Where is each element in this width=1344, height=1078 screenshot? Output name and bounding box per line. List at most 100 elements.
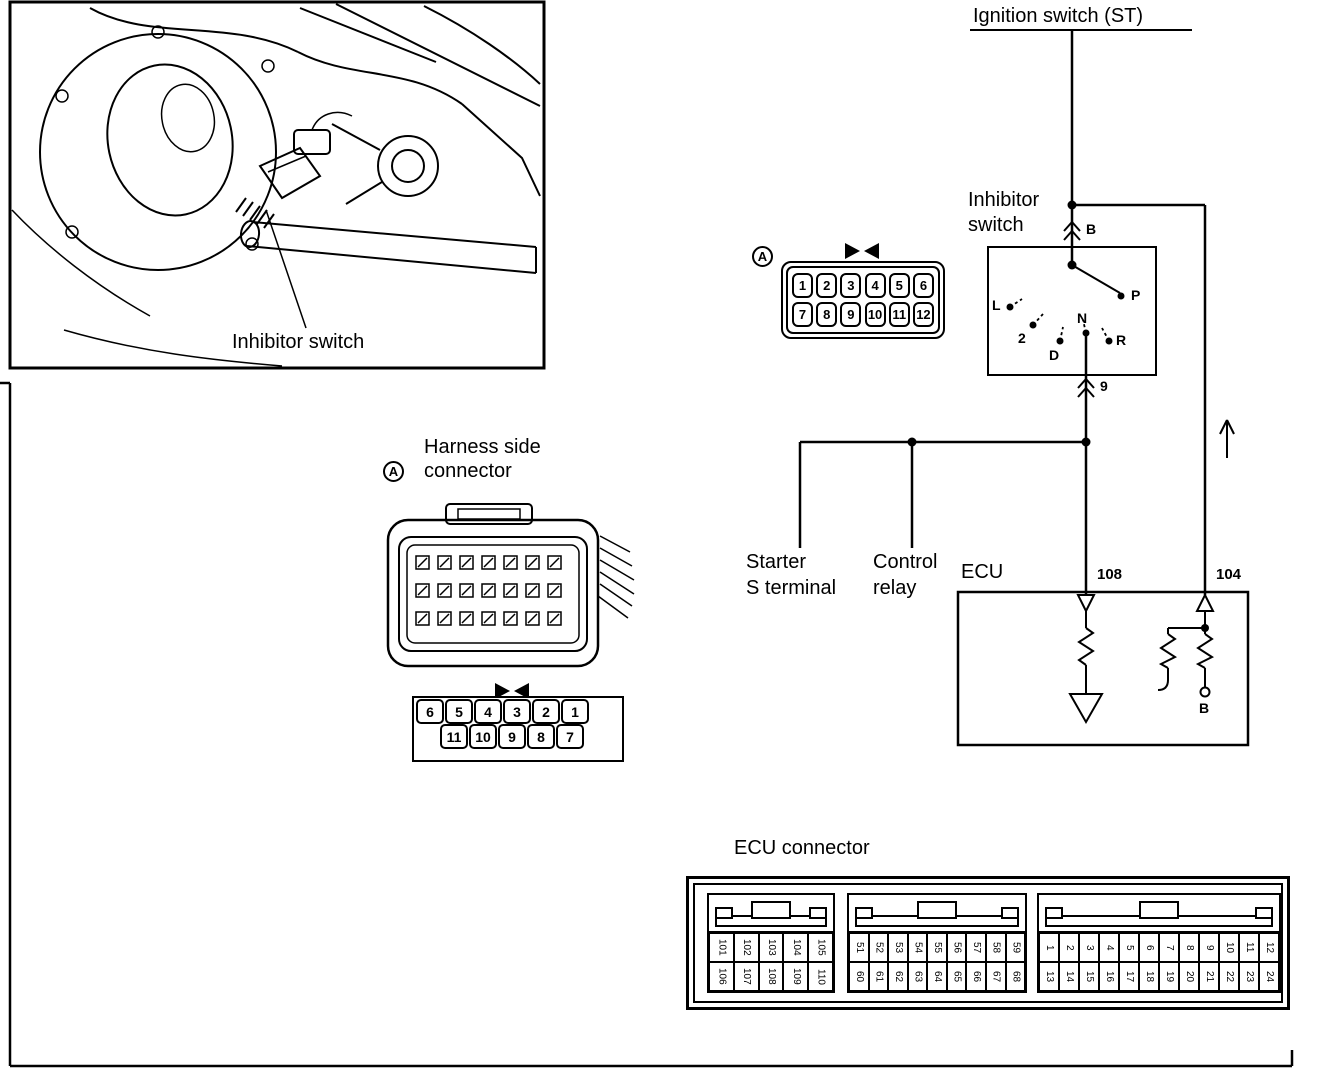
ecu-pin: 107 xyxy=(733,962,759,991)
resistor-symbol xyxy=(1195,633,1215,669)
page-border xyxy=(0,381,1294,1068)
switch-position-2: 2 xyxy=(1018,330,1026,346)
ecu-pin: 15 xyxy=(1079,962,1099,991)
control-relay-label-line2: relay xyxy=(873,577,917,599)
ecu-pin: 108 xyxy=(758,962,784,991)
starter-circuit-wires xyxy=(798,333,1095,594)
ecu-pin: 9 xyxy=(1199,933,1219,962)
connector-a-pin: 6 xyxy=(912,273,934,299)
ecu-pin: 5 xyxy=(1119,933,1139,962)
harness-pin: 4 xyxy=(474,699,502,724)
terminal-circle xyxy=(1199,686,1211,698)
switch-position-l: L xyxy=(992,297,1001,313)
resistor-symbol xyxy=(1077,627,1095,666)
caption-leader-line xyxy=(265,209,307,329)
ecu-label: ECU xyxy=(961,561,1004,583)
inhibitor-switch-symbol xyxy=(987,246,1157,376)
harness-pin: 9 xyxy=(498,724,526,749)
ecu-pin: 21 xyxy=(1199,962,1219,991)
ecu-pin: 14 xyxy=(1059,962,1079,991)
connector-a-pin: 1 xyxy=(792,273,813,299)
ecu-pin: 55 xyxy=(927,933,947,962)
ecu-pin: 62 xyxy=(888,962,908,991)
harness-pin: 8 xyxy=(527,724,555,749)
switch-arm xyxy=(1071,264,1121,294)
ecu-pin: 11 xyxy=(1239,933,1259,962)
ecu-pin: 23 xyxy=(1239,962,1259,991)
inline-connector-marker xyxy=(1063,229,1081,241)
ecu-pin: 53 xyxy=(888,933,908,962)
inhibitor-switch-label-line2: switch xyxy=(968,214,1024,236)
ecu-pin: 1 xyxy=(1039,933,1059,962)
connector-a-pin: 12 xyxy=(912,301,934,327)
connector-key-profile xyxy=(709,895,833,933)
ecu-pin: 18 xyxy=(1139,962,1159,991)
inline-connector-marker xyxy=(1077,377,1095,389)
pin-104-terminal xyxy=(1195,592,1215,612)
ecu-pin: 52 xyxy=(868,933,889,962)
ecu-connector-title: ECU connector xyxy=(734,837,870,859)
ecu-pin: 19 xyxy=(1159,962,1179,991)
inline-connector-marker xyxy=(1063,220,1081,232)
switch-position-n: N xyxy=(1077,310,1088,326)
ecu-symbol xyxy=(956,590,1250,747)
ecu-pin: 24 xyxy=(1259,962,1279,991)
ecu-pin: 2 xyxy=(1059,933,1079,962)
switch-position-d: D xyxy=(1049,347,1060,363)
ecu-pin: 105 xyxy=(808,933,833,962)
ecu-pin: 63 xyxy=(907,962,928,991)
connector-a-pin: 8 xyxy=(816,301,838,327)
wire-marker-9: 9 xyxy=(1100,378,1108,394)
ecu-pin: 4 xyxy=(1099,933,1119,962)
connector-a-pin: 10 xyxy=(864,301,886,327)
ecu-pin: 110 xyxy=(808,962,833,991)
ecu-pin: 16 xyxy=(1099,962,1119,991)
ecu-pin: 17 xyxy=(1119,962,1139,991)
connector-key-profile xyxy=(849,895,1025,933)
ecu-pin: 106 xyxy=(709,962,734,991)
control-relay-label-line1: Control xyxy=(873,551,938,573)
ecu-pin: 103 xyxy=(758,933,784,962)
ground-triangle xyxy=(1068,693,1104,725)
switch-position-p: P xyxy=(1131,287,1141,303)
pin-108-terminal xyxy=(1076,594,1096,614)
ecu-pin: 54 xyxy=(907,933,928,962)
harness-pin: 10 xyxy=(469,724,497,749)
inline-connector-marker xyxy=(1077,386,1095,398)
starter-label-line1: Starter xyxy=(746,551,807,573)
illustration-caption: Inhibitor switch xyxy=(232,331,365,353)
ecu-pin-108-label: 108 xyxy=(1097,566,1123,583)
ecu-pin: 22 xyxy=(1219,962,1239,991)
ecu-pin: 20 xyxy=(1179,962,1199,991)
connector-a-pin: 3 xyxy=(840,273,862,299)
transmission-illustration xyxy=(8,0,546,370)
ecu-pin: 7 xyxy=(1159,933,1179,962)
ecu-pin: 6 xyxy=(1139,933,1159,962)
ecu-pin: 102 xyxy=(733,933,759,962)
resistor-symbol xyxy=(1158,633,1178,669)
ecu-pin: 67 xyxy=(985,962,1006,991)
wire-marker-b: B xyxy=(1086,221,1097,237)
ecu-pin-104-label: 104 xyxy=(1216,566,1242,583)
harness-pin: 1 xyxy=(561,699,589,724)
ecu-pin: 104 xyxy=(783,933,809,962)
ecu-internal-b-label: B xyxy=(1199,700,1210,716)
ecu-pin: 61 xyxy=(868,962,889,991)
alignment-marker-icon xyxy=(495,243,879,699)
harness-pin: 6 xyxy=(416,699,444,724)
inhibitor-switch-label-line1: Inhibitor xyxy=(968,189,1040,211)
starter-label-line2: S terminal xyxy=(746,577,837,599)
connector-a-badge: A xyxy=(752,246,773,267)
